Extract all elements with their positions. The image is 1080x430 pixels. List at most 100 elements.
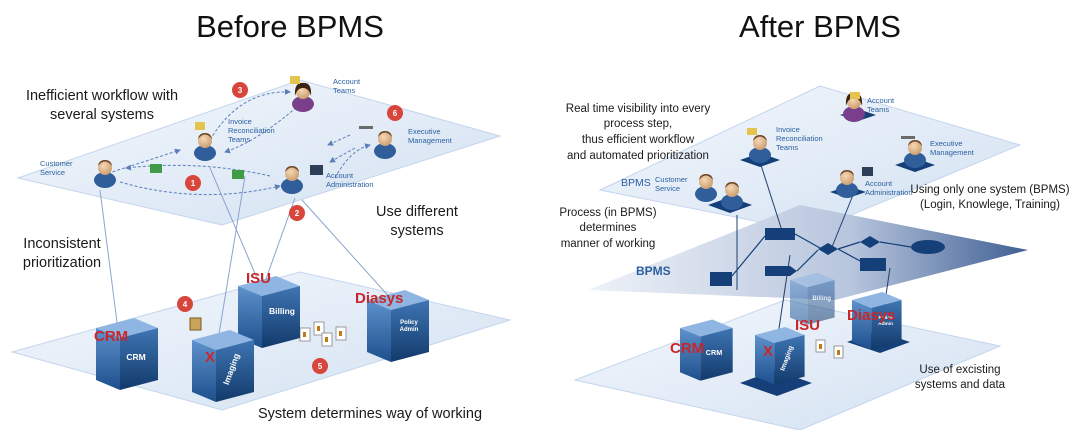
step-badge-4: 4 (177, 296, 193, 312)
policy-admin-system: Policy Admin (852, 292, 902, 350)
step-badge-2: 2 (289, 205, 305, 221)
svg-text:Account: Account (333, 77, 361, 86)
screen-icon (901, 136, 915, 139)
crm-system: CRM (96, 318, 158, 390)
decision-shape (860, 236, 880, 248)
crm-label: CRM (670, 340, 704, 357)
document-icon (189, 317, 202, 331)
caption-system-determines: System determines way of working (258, 406, 482, 422)
svg-text:Use of excisting: Use of excisting (919, 364, 1000, 376)
svg-text:Administration: Administration (865, 188, 913, 197)
before-title: Before BPMS (196, 9, 384, 44)
decision-shape (818, 243, 838, 255)
svg-text:thus efficient workflow: thus efficient workflow (582, 134, 695, 146)
svg-text:Teams: Teams (333, 86, 355, 95)
svg-text:systems: systems (390, 223, 443, 239)
svg-text:6: 6 (393, 109, 398, 118)
spreadsheet-icon (232, 170, 244, 179)
svg-text:Policy: Policy (400, 320, 418, 326)
svg-text:Account: Account (867, 96, 895, 105)
svg-text:Service: Service (655, 184, 680, 193)
svg-text:prioritization: prioritization (23, 255, 101, 271)
svg-text:Policy: Policy (879, 315, 893, 321)
svg-text:systems and data: systems and data (915, 379, 1006, 391)
screen-icon (359, 126, 373, 129)
svg-text:2: 2 (295, 209, 300, 218)
crm-system: CRM (680, 319, 733, 381)
svg-text:CRM: CRM (126, 352, 145, 362)
svg-text:Customer: Customer (655, 175, 688, 184)
step-badge-5: 5 (312, 358, 328, 374)
end-shape (911, 240, 945, 254)
role-labels: Account Teams Invoice Reconciliation Tea… (40, 77, 453, 189)
caption-inconsistent: Inconsistent prioritization (23, 236, 101, 271)
caption-one-system: Using only one system (BPMS) (Login, Kno… (910, 184, 1069, 211)
svg-text:Teams: Teams (228, 135, 250, 144)
caption-existing: Use of excisting systems and data (915, 364, 1006, 391)
documents-stack-icon (299, 321, 347, 347)
svg-text:Real time visibility into ever: Real time visibility into every (566, 103, 711, 115)
process-step-shape (765, 228, 795, 240)
document-icon (195, 122, 205, 130)
document-icon (290, 76, 300, 84)
document-icon (850, 92, 860, 99)
svg-text:Invoice: Invoice (776, 125, 800, 134)
svg-text:Account: Account (865, 179, 893, 188)
svg-text:Reconciliation: Reconciliation (776, 134, 823, 143)
svg-text:Teams: Teams (867, 105, 889, 114)
step-badge-3: 3 (232, 82, 248, 98)
caption-realtime: Real time visibility into every process … (566, 103, 711, 162)
svg-text:1: 1 (191, 179, 196, 188)
process-step-shape (765, 266, 797, 276)
process-plane (16, 79, 502, 226)
svg-text:determines: determines (580, 222, 637, 234)
bpms-layer-label: BPMS (636, 264, 671, 278)
diasys-label: Diasys (847, 307, 895, 324)
isu-label: ISU (246, 270, 271, 287)
caption-process: Process (in BPMS) determines manner of w… (559, 207, 656, 250)
svg-text:Admin: Admin (878, 321, 893, 327)
svg-text:Billing: Billing (269, 306, 295, 316)
svg-text:4: 4 (183, 300, 188, 309)
crm-label: CRM (94, 328, 128, 345)
diasys-label: Diasys (355, 290, 403, 307)
svg-text:Executive: Executive (930, 139, 963, 148)
svg-text:Process (in BPMS): Process (in BPMS) (559, 207, 656, 219)
monitor-icon (310, 165, 323, 175)
svg-text:Admin: Admin (400, 327, 419, 333)
caption-inefficient: Inefficient workflow with several system… (26, 88, 178, 123)
after-title: After BPMS (739, 9, 901, 44)
connector-lines (99, 167, 393, 341)
billing-system: Billing (790, 272, 835, 325)
step-badge-6: 6 (387, 105, 403, 121)
svg-text:Account: Account (326, 171, 354, 180)
monitor-icon (862, 167, 873, 176)
svg-text:Billing: Billing (812, 295, 831, 302)
document-icon (747, 128, 757, 135)
before-panel: Before BPMS Inefficient workflow with se… (10, 9, 512, 422)
after-panel: After BPMS Real time visibility into eve… (559, 9, 1070, 430)
caption-different-systems: Use different systems (376, 204, 458, 239)
isu-label: ISU (795, 317, 820, 334)
svg-text:Management: Management (930, 148, 975, 157)
svg-text:Administration: Administration (326, 180, 374, 189)
imaging-system: Imaging (192, 330, 254, 402)
svg-text:and automated prioritization: and automated prioritization (567, 150, 709, 162)
svg-text:several systems: several systems (50, 107, 154, 123)
billing-system: Billing (238, 276, 300, 348)
flow-arrows (102, 88, 371, 196)
imaging-system: Imaging (755, 327, 805, 385)
svg-text:BPMS: BPMS (621, 177, 651, 189)
x-label: X (763, 343, 773, 360)
process-step-shape (860, 258, 886, 271)
svg-text:Inconsistent: Inconsistent (23, 236, 100, 252)
svg-text:manner of working: manner of working (561, 238, 656, 250)
spreadsheet-icon (150, 164, 162, 173)
svg-text:Reconciliation: Reconciliation (228, 126, 275, 135)
svg-text:Customer: Customer (40, 159, 73, 168)
process-step-shape (710, 272, 732, 286)
step-badge-1: 1 (185, 175, 201, 191)
policy-admin-system: Policy Admin (367, 290, 429, 362)
svg-text:Management: Management (408, 136, 453, 145)
